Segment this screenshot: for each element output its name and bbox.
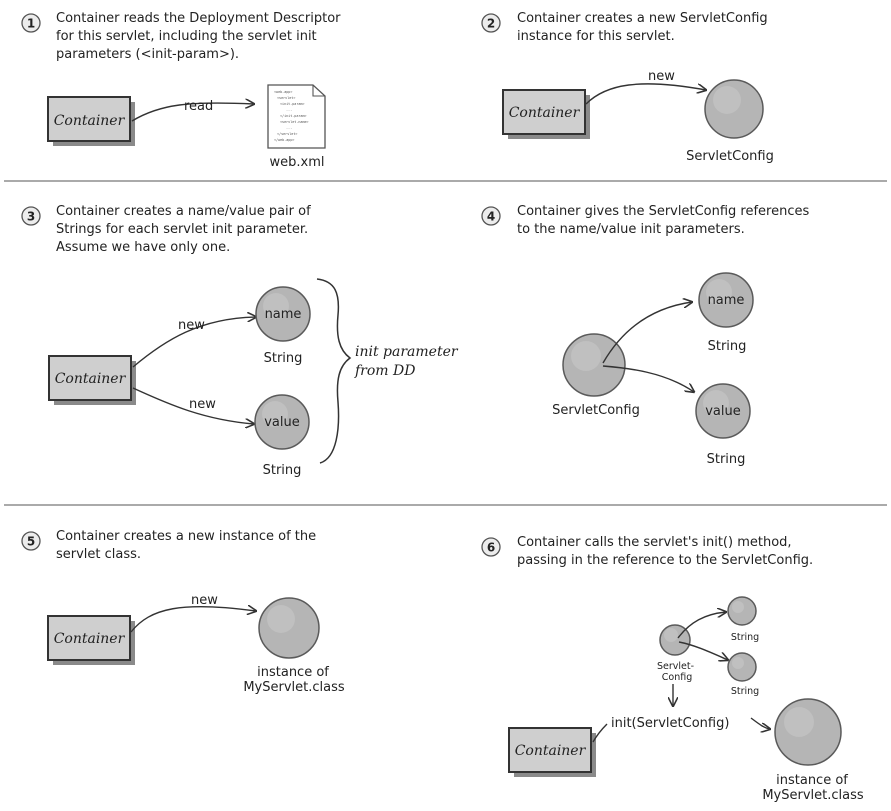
svg-text:Container: Container — [509, 105, 581, 121]
panel-1: 1 Container reads the Deployment Descrip… — [21, 11, 345, 170]
step-number: 5 — [27, 535, 35, 549]
name-string-circle: name — [255, 286, 311, 342]
web-xml-document-icon: <web-app> <servlet> <init-param> ... </i… — [267, 84, 326, 149]
panel-4: 4 Container gives the ServletConfig refe… — [481, 204, 813, 467]
container-box: Container — [508, 727, 596, 777]
value-string-circle: value — [695, 383, 751, 439]
string-label: String — [708, 339, 747, 354]
step-number: 3 — [27, 210, 35, 224]
new-label: new — [191, 593, 218, 608]
svg-text:Container: Container — [55, 371, 127, 387]
svg-text:</servlet>: </servlet> — [277, 132, 297, 136]
web-xml-label: web.xml — [270, 155, 325, 170]
step-caption: Container creates a name/value pair of S… — [56, 204, 315, 255]
instance-of-label: instance of — [257, 665, 329, 680]
step-number: 4 — [487, 210, 495, 224]
step-number-badge — [481, 13, 501, 33]
step-caption: Container gives the ServletConfig refere… — [517, 204, 813, 237]
new-label: new — [178, 318, 205, 333]
svg-text:...: ... — [286, 108, 292, 112]
container-box: Container — [48, 355, 136, 405]
servletconfig-label: Servlet- Config — [657, 661, 697, 683]
panel-5: 5 Container creates a new instance of th… — [21, 529, 345, 695]
string-label: String — [731, 632, 759, 643]
name-string-circle: name — [698, 272, 754, 328]
svg-text:</web-app>: </web-app> — [274, 138, 294, 142]
string-circle-upper — [727, 596, 757, 626]
svg-text:Container: Container — [54, 631, 126, 647]
servlet-instance-circle — [258, 597, 320, 659]
svg-text:<web-app>: <web-app> — [274, 90, 292, 94]
svg-text:value: value — [705, 404, 741, 419]
svg-text:value: value — [264, 415, 300, 430]
panel-3: 3 Container creates a name/value pair of… — [21, 204, 462, 478]
myservlet-class-label: MyServlet.class — [243, 680, 345, 695]
servletconfig-label: ServletConfig — [552, 403, 640, 418]
myservlet-class-label: MyServlet.class — [762, 788, 864, 803]
step-number-badge — [21, 13, 41, 33]
container-box: Container — [502, 89, 590, 139]
svg-text:name: name — [265, 307, 302, 322]
init-call-label: init(ServletConfig) — [611, 716, 729, 731]
value-string-circle: value — [254, 394, 310, 450]
read-arrow — [131, 103, 254, 122]
panel-6: 6 Container calls the servlet's init() m… — [481, 535, 864, 803]
step-number-badge — [21, 531, 41, 551]
step-number: 2 — [487, 17, 495, 31]
servletconfig-object-circle — [704, 79, 764, 139]
reference-arrow-upper — [677, 612, 726, 639]
svg-text:Container: Container — [515, 743, 587, 759]
servletconfig-label: ServletConfig — [686, 149, 774, 164]
step-number-badge — [21, 206, 41, 226]
container-box: Container — [47, 615, 135, 665]
init-parameter-note: init parameter from DD — [354, 344, 462, 379]
new-arrow — [585, 83, 706, 105]
new-arrow-name — [132, 317, 256, 368]
reference-arrow-lower — [678, 641, 728, 660]
step-number: 1 — [27, 17, 35, 31]
new-label: new — [189, 397, 216, 412]
step-caption: Container reads the Deployment Descripto… — [56, 11, 345, 62]
step-number: 6 — [487, 541, 495, 555]
string-label: String — [707, 452, 746, 467]
new-arrow — [130, 607, 256, 633]
step-caption: Container creates a new instance of the … — [56, 529, 320, 562]
string-label: String — [263, 463, 302, 478]
reference-arrow-name — [602, 302, 692, 364]
step-number-badge — [481, 206, 501, 226]
read-label: read — [184, 99, 213, 114]
step-caption: Container creates a new ServletConfig in… — [517, 11, 772, 44]
svg-text:<init-param>: <init-param> — [280, 102, 305, 106]
init-call-arrow — [750, 717, 770, 729]
svg-text:...: ... — [286, 126, 292, 130]
new-label: new — [648, 69, 675, 84]
string-circle-lower — [727, 652, 757, 682]
reference-arrow-value — [602, 365, 694, 392]
init-call-connector — [592, 723, 608, 743]
step-number-badge — [481, 537, 501, 557]
svg-text:Container: Container — [54, 113, 126, 129]
svg-text:name: name — [708, 293, 745, 308]
string-label: String — [264, 351, 303, 366]
servletconfig-object-circle — [562, 333, 626, 397]
curly-brace — [316, 278, 352, 464]
svg-text:<servlet>: <servlet> — [277, 96, 295, 100]
svg-text:<servlet-name>: <servlet-name> — [280, 120, 309, 124]
panel-2: 2 Container creates a new ServletConfig … — [481, 11, 774, 164]
servlet-instance-circle — [774, 698, 842, 766]
step-caption: Container calls the servlet's init() met… — [517, 535, 813, 568]
container-box: Container — [47, 96, 135, 146]
instance-of-label: instance of — [776, 773, 848, 788]
new-arrow-value — [132, 387, 254, 424]
string-label: String — [731, 686, 759, 697]
svg-text:</init-param>: </init-param> — [280, 114, 307, 118]
